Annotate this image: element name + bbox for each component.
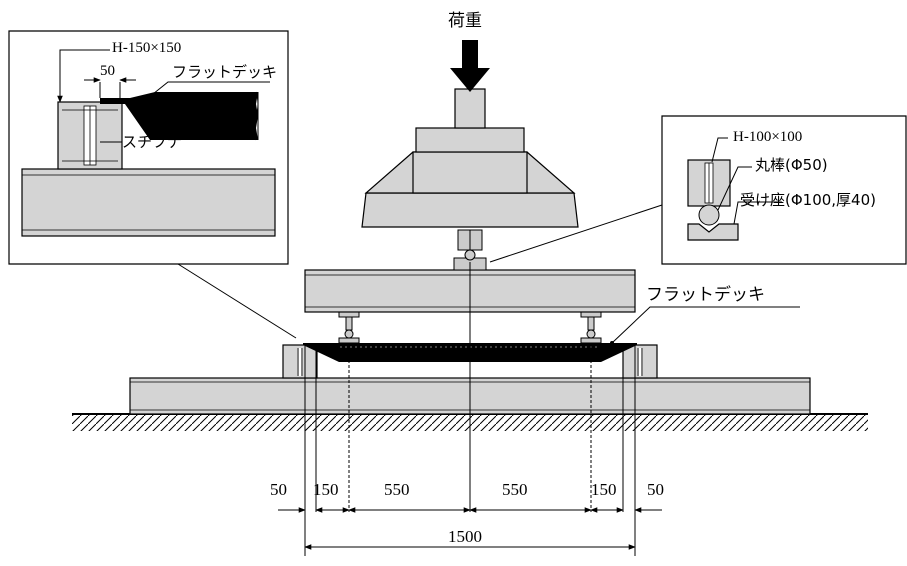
dim-50-right: 50 — [647, 480, 664, 499]
right-support-h-section — [622, 344, 658, 379]
dim-total: 1500 — [448, 527, 482, 546]
load-point-left — [338, 311, 360, 344]
flat-deck-main-label: フラットデッキ — [646, 284, 765, 305]
load-point-right — [580, 311, 602, 344]
dim-550-right: 550 — [502, 480, 528, 499]
round-bar-label: 丸棒(Φ50) — [755, 156, 828, 174]
dim-150-right: 150 — [591, 480, 617, 499]
stiffener-label: スチフナ — [122, 133, 182, 151]
load-label: 荷重 — [448, 11, 482, 31]
right-detail-callout — [489, 115, 907, 265]
dim-550-left: 550 — [384, 480, 410, 499]
load-arrow — [450, 40, 490, 92]
h150-label: H-150×150 — [112, 40, 181, 56]
dim-50-left: 50 — [270, 480, 287, 499]
flat-deck-main-leader — [611, 306, 800, 344]
dimension-lines — [278, 345, 662, 556]
loading-head — [361, 88, 579, 271]
detail-dim-50-label: 50 — [100, 63, 115, 79]
h100-label: H-100×100 — [733, 129, 802, 145]
bearing-label: 受け座(Φ100,厚40) — [740, 191, 876, 209]
left-support-h-section — [282, 344, 318, 379]
flat-deck-detail-label: フラットデッキ — [172, 63, 277, 81]
left-detail-callout — [8, 30, 297, 339]
dim-150-left: 150 — [313, 480, 339, 499]
